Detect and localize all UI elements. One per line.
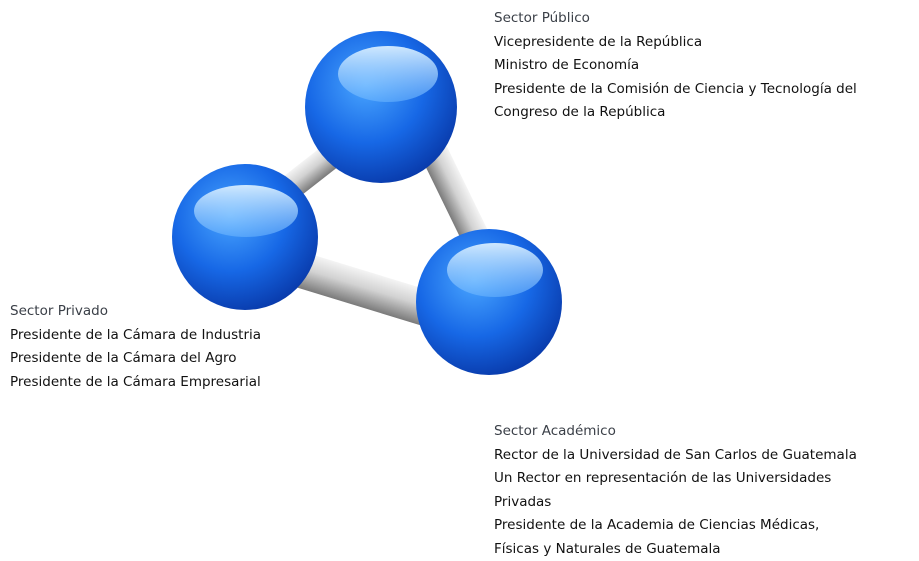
sector-academico-member: Físicas y Naturales de Guatemala [494,538,857,561]
sector-privado-block: Sector Privado Presidente de la Cámara d… [10,300,261,394]
sector-privado-member: Presidente de la Cámara Empresarial [10,371,261,395]
sector-academico-block: Sector Académico Rector de la Universida… [494,420,857,561]
sector-publico-member: Ministro de Economía [494,54,857,78]
sphere-privado [172,164,318,310]
sector-privado-member: Presidente de la Cámara del Agro [10,347,261,371]
sector-publico-block: Sector Público Vicepresidente de la Repú… [494,7,857,125]
sector-publico-member: Presidente de la Comisión de Ciencia y T… [494,78,857,102]
sphere-publico [305,31,457,183]
sphere-academico [416,229,562,375]
sector-publico-member: Congreso de la República [494,101,857,125]
sector-publico-title: Sector Público [494,7,857,31]
sector-academico-member: Privadas [494,491,857,515]
sector-academico-title: Sector Académico [494,420,857,444]
sector-academico-member: Un Rector en representación de las Unive… [494,467,857,491]
sector-publico-member: Vicepresidente de la República [494,31,857,55]
sector-academico-member: Presidente de la Academia de Ciencias Mé… [494,514,857,538]
sector-academico-member: Rector de la Universidad de San Carlos d… [494,444,857,468]
sector-privado-member: Presidente de la Cámara de Industria [10,324,261,348]
sector-privado-title: Sector Privado [10,300,261,324]
